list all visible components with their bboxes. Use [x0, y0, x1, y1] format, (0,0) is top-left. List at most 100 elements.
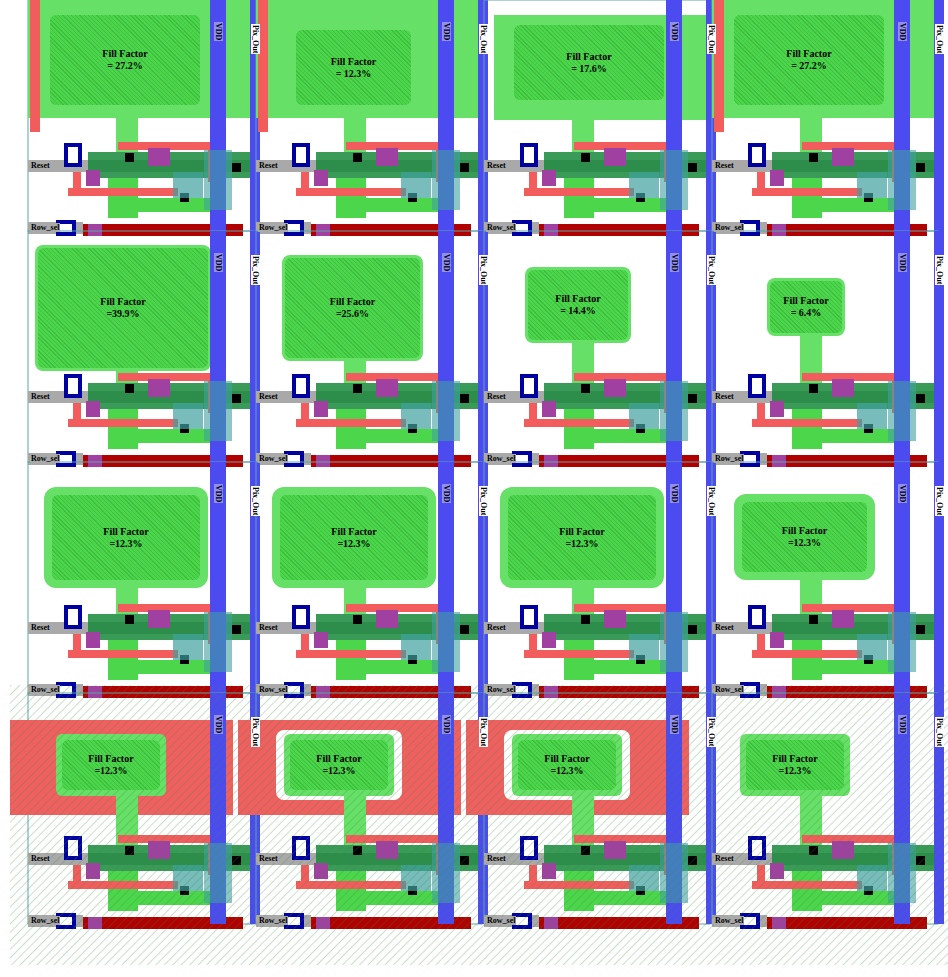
active-region — [792, 409, 822, 449]
contact-cut — [232, 163, 241, 172]
fill-factor-value: = 27.2% — [791, 60, 827, 72]
vdd-label: VDD — [214, 253, 223, 272]
fill-factor-heading: Fill Factor — [100, 296, 145, 308]
row-select-signal: Row_sel — [30, 454, 60, 463]
contact — [522, 607, 536, 627]
pix-out-label: Pix_Out — [707, 24, 716, 54]
via — [376, 379, 398, 397]
fill-factor-value: = 27.2% — [107, 60, 143, 72]
row-select-signal: Row_sel — [486, 916, 516, 925]
pix-out-label: Pix_Out — [251, 717, 260, 747]
cell-outline — [28, 231, 254, 462]
vdd-label: VDD — [898, 484, 907, 503]
fill-factor-heading: Fill Factor — [102, 48, 147, 60]
photodiode-area — [767, 278, 845, 336]
metal-overlap — [629, 634, 659, 660]
metal-overlap — [401, 403, 431, 429]
cell-outline — [712, 0, 938, 231]
contact-cut — [581, 153, 590, 162]
poly-line — [301, 172, 309, 192]
contact-cut — [581, 384, 590, 393]
pix-out-metal — [706, 231, 716, 462]
active-region — [108, 640, 138, 680]
rowsel-metal — [28, 453, 83, 465]
reset-signal: Reset — [486, 623, 507, 632]
active-region — [564, 178, 594, 218]
cell-outline — [484, 231, 710, 462]
reset-signal: Reset — [258, 854, 279, 863]
row-select-signal: Row_sel — [714, 916, 744, 925]
fill-factor-value: =12.3% — [322, 765, 355, 777]
pix-out-label: Pix_Out — [251, 255, 260, 285]
reset-signal: Reset — [714, 392, 735, 401]
pix-out-label: Pix_Out — [935, 717, 944, 747]
fill-factor-heading: Fill Factor — [331, 526, 376, 538]
contact-cut — [809, 153, 818, 162]
contact-cut — [916, 394, 925, 403]
pix-out-metal — [706, 462, 716, 693]
poly-line — [296, 419, 406, 427]
vdd-label: VDD — [442, 484, 451, 503]
pix-out-label: Pix_Out — [935, 486, 944, 516]
pix-out-metal — [934, 231, 944, 462]
pix-out-label: Pix_Out — [479, 255, 488, 285]
rowsel-metal — [712, 453, 767, 465]
contact — [522, 376, 536, 396]
active-region — [792, 178, 822, 218]
active-region — [108, 178, 138, 218]
via — [770, 401, 784, 417]
row-select-signal: Row_sel — [486, 685, 516, 694]
photodiode-area — [282, 255, 423, 361]
row-select-signal: Row_sel — [258, 916, 288, 925]
poly-line — [73, 403, 81, 423]
contact — [750, 376, 764, 396]
vdd-label: VDD — [214, 22, 223, 41]
fill-factor-heading: Fill Factor — [786, 48, 831, 60]
active-region — [336, 640, 366, 680]
active-region — [564, 640, 594, 680]
cell-outline — [256, 0, 482, 231]
photodiode: Fill Factor=12.3% — [518, 740, 616, 790]
fill-factor-heading: Fill Factor — [782, 525, 827, 537]
pix-out-metal — [250, 231, 260, 462]
poly-tab — [714, 0, 724, 132]
vdd-label: VDD — [214, 715, 223, 734]
vdd-label: VDD — [670, 22, 679, 41]
pix-out-label: Pix_Out — [935, 24, 944, 54]
metal-overlap — [629, 403, 659, 429]
via — [770, 632, 784, 648]
photodiode-area — [500, 487, 664, 588]
fill-factor-value: =12.3% — [565, 538, 598, 550]
via — [88, 224, 102, 236]
photodiode: Fill Factor= 27.2% — [734, 15, 884, 105]
pix-out-label: Pix_Out — [251, 486, 260, 516]
active-region — [108, 409, 138, 449]
metal-overlap — [660, 150, 688, 210]
via — [772, 224, 786, 236]
rowsel-metal — [484, 453, 539, 465]
fill-factor-value: =25.6% — [336, 308, 369, 320]
poly-line — [757, 172, 765, 192]
vdd-label: VDD — [670, 715, 679, 734]
vdd-label: VDD — [442, 715, 451, 734]
metal-overlap — [432, 381, 460, 441]
contact — [66, 376, 80, 396]
contact — [294, 376, 308, 396]
pix-out-metal — [250, 462, 260, 693]
pix-out-metal — [478, 231, 488, 462]
reset-signal: Reset — [258, 623, 279, 632]
fill-factor-value: =12.3% — [550, 765, 583, 777]
via — [832, 148, 854, 166]
row-select-signal: Row_sel — [30, 685, 60, 694]
pix-out-metal — [934, 462, 944, 693]
active-region — [336, 409, 366, 449]
reset-signal: Reset — [486, 392, 507, 401]
fill-factor-heading: Fill Factor — [544, 753, 589, 765]
metal-overlap — [173, 634, 203, 660]
cell-outline — [484, 0, 710, 231]
rowsel-metal — [712, 222, 767, 234]
pix-out-label: Pix_Out — [479, 24, 488, 54]
